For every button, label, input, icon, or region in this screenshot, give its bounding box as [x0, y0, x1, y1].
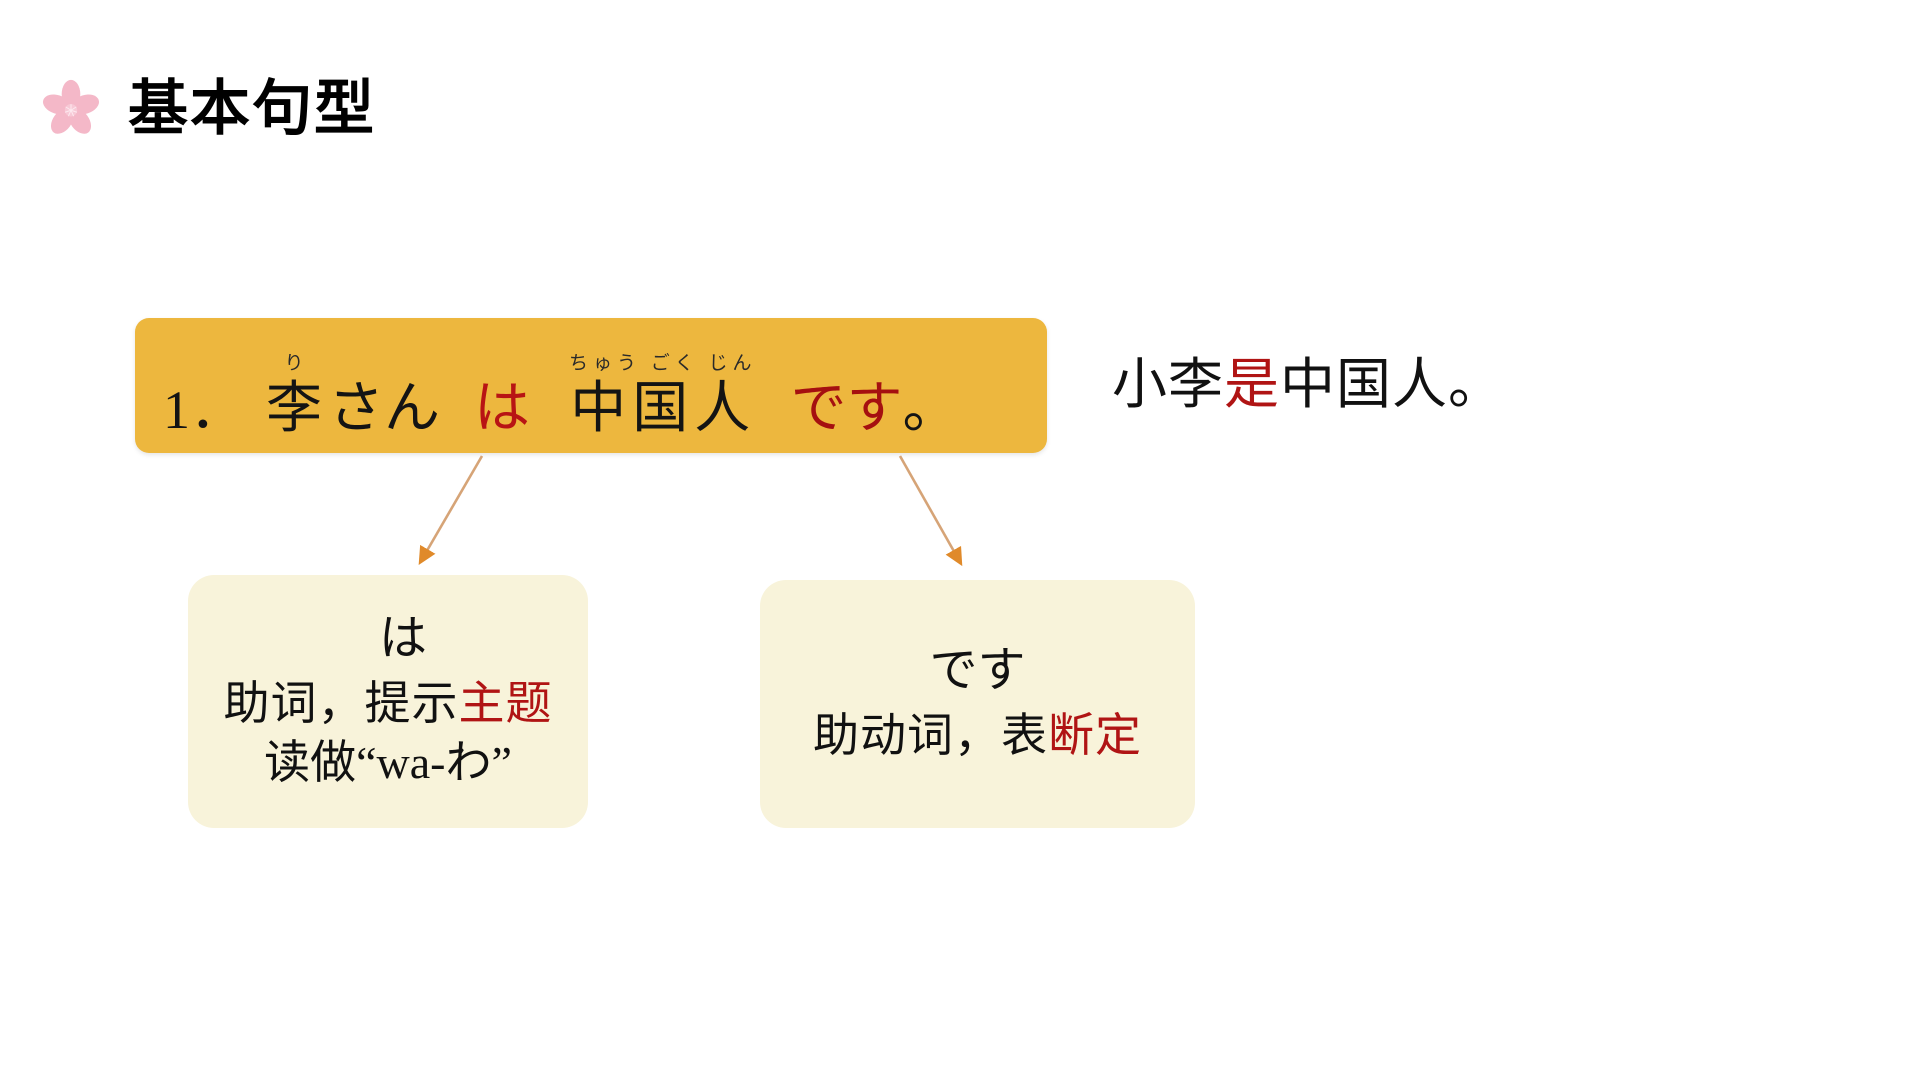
sentence-period: 。 [902, 378, 959, 441]
ruby-chuugokujin: ちゅう ごく じん 中国人 [564, 353, 757, 441]
copula-desu: です [790, 378, 903, 441]
furigana-chuugokujin: ちゅう ごく じん [569, 353, 757, 375]
right-explanation-line-1: 助动词，表断定 [813, 707, 1142, 766]
left-explanation-line-1: 助词，提示主题 [224, 675, 553, 734]
sentence-banner: 1． り 李 さん は ちゅう ごく じん 中国人 です 。 [135, 318, 1047, 453]
left-explanation-head: は [378, 611, 427, 665]
translation-prefix: 小李 [1112, 354, 1225, 415]
page-title: 基本句型 [40, 78, 376, 140]
right-explanation-line-1-highlight: 断定 [1048, 710, 1142, 762]
sentence-line: 1． り 李 さん は ちゅう ごく じん 中国人 です 。 [135, 353, 1047, 441]
arrow-to-wa [418, 455, 484, 566]
sentence-number: 1． [163, 380, 244, 441]
right-explanation-head: です [929, 643, 1026, 697]
particle-wa: は [474, 378, 530, 441]
translation-highlight-shi: 是 [1224, 354, 1281, 415]
sakura-flower-icon [42, 79, 100, 134]
chinese-translation: 小李是中国人。 [1112, 354, 1505, 416]
honorific-san: さん [328, 378, 440, 441]
furigana-li: り [284, 353, 309, 375]
left-explanation-box: は 助词，提示主题 读做“wa-わ” [188, 575, 588, 828]
translation-suffix: 中国人。 [1280, 354, 1505, 415]
right-explanation-line-1-plain: 助动词，表 [813, 710, 1048, 762]
right-explanation-box: です 助动词，表断定 [760, 580, 1195, 828]
left-explanation-line-1-plain: 助词，提示 [223, 678, 459, 730]
left-explanation-line-1-highlight: 主题 [458, 678, 553, 730]
left-explanation-line-2: 读做“wa-わ” [264, 737, 512, 789]
page-title-text: 基本句型 [128, 74, 376, 144]
kanji-li: 李 [266, 378, 328, 441]
kanji-chuugokujin: 中国人 [570, 378, 757, 441]
arrow-to-desu [898, 455, 963, 567]
ruby-li: り 李 [260, 353, 328, 441]
